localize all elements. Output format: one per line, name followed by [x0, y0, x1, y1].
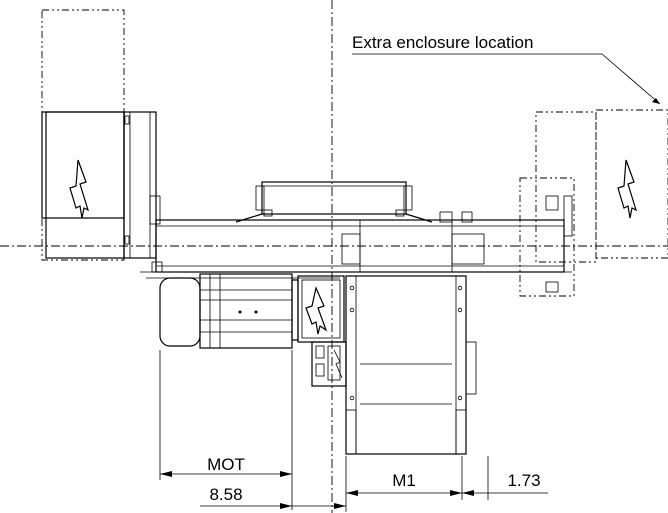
callout-label: Extra enclosure location — [352, 33, 533, 52]
terminal-box — [311, 341, 347, 387]
left-enclosure-phantom — [41, 9, 125, 261]
right-lightning-bolt-icon — [617, 159, 637, 219]
dimension-mot — [159, 350, 346, 510]
offset-value: 1.73 — [507, 471, 540, 490]
mot-value: 8.58 — [209, 485, 242, 504]
left-lightning-bolt-icon — [69, 159, 89, 219]
motor — [159, 273, 299, 349]
dimension-m1 — [345, 456, 548, 512]
left-enclosure — [41, 111, 157, 259]
right-enclosure — [519, 109, 668, 297]
m1-label: M1 — [392, 471, 416, 490]
callout-leader — [352, 53, 661, 105]
mot-label: MOT — [207, 455, 245, 474]
vertical-frame — [345, 275, 477, 455]
top-hood — [235, 181, 433, 223]
main-beam — [140, 195, 572, 279]
gearbox — [297, 275, 345, 343]
